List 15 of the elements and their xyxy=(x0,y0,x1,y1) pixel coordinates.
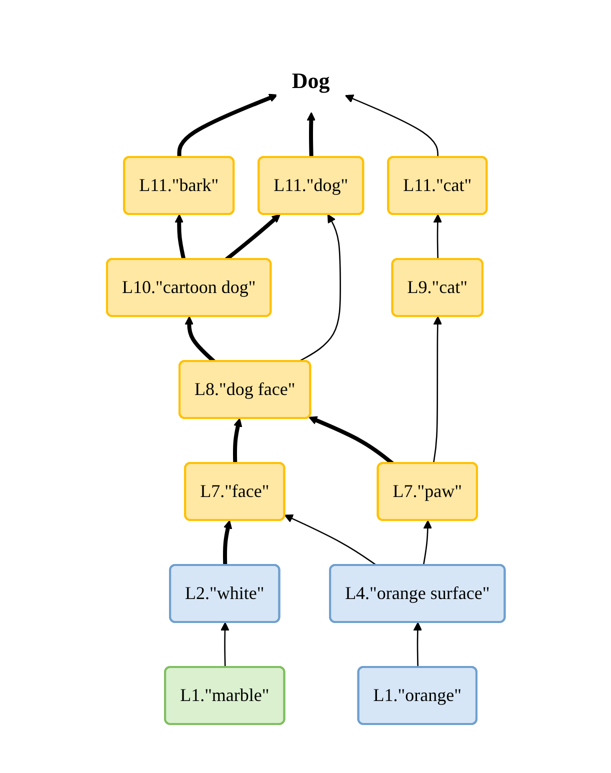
arrow xyxy=(222,520,232,566)
arrow xyxy=(422,520,432,566)
arrow xyxy=(306,112,316,158)
arrow xyxy=(176,94,278,158)
arrow xyxy=(412,622,422,668)
arrow xyxy=(432,316,442,464)
arrow xyxy=(174,214,186,260)
arrow xyxy=(232,418,242,464)
arrow xyxy=(284,514,377,566)
arrow xyxy=(184,316,216,363)
arrow xyxy=(220,622,230,668)
arrow xyxy=(432,214,442,260)
arrow xyxy=(344,94,438,158)
arrow xyxy=(298,214,341,362)
node-text: Dog xyxy=(292,68,330,93)
